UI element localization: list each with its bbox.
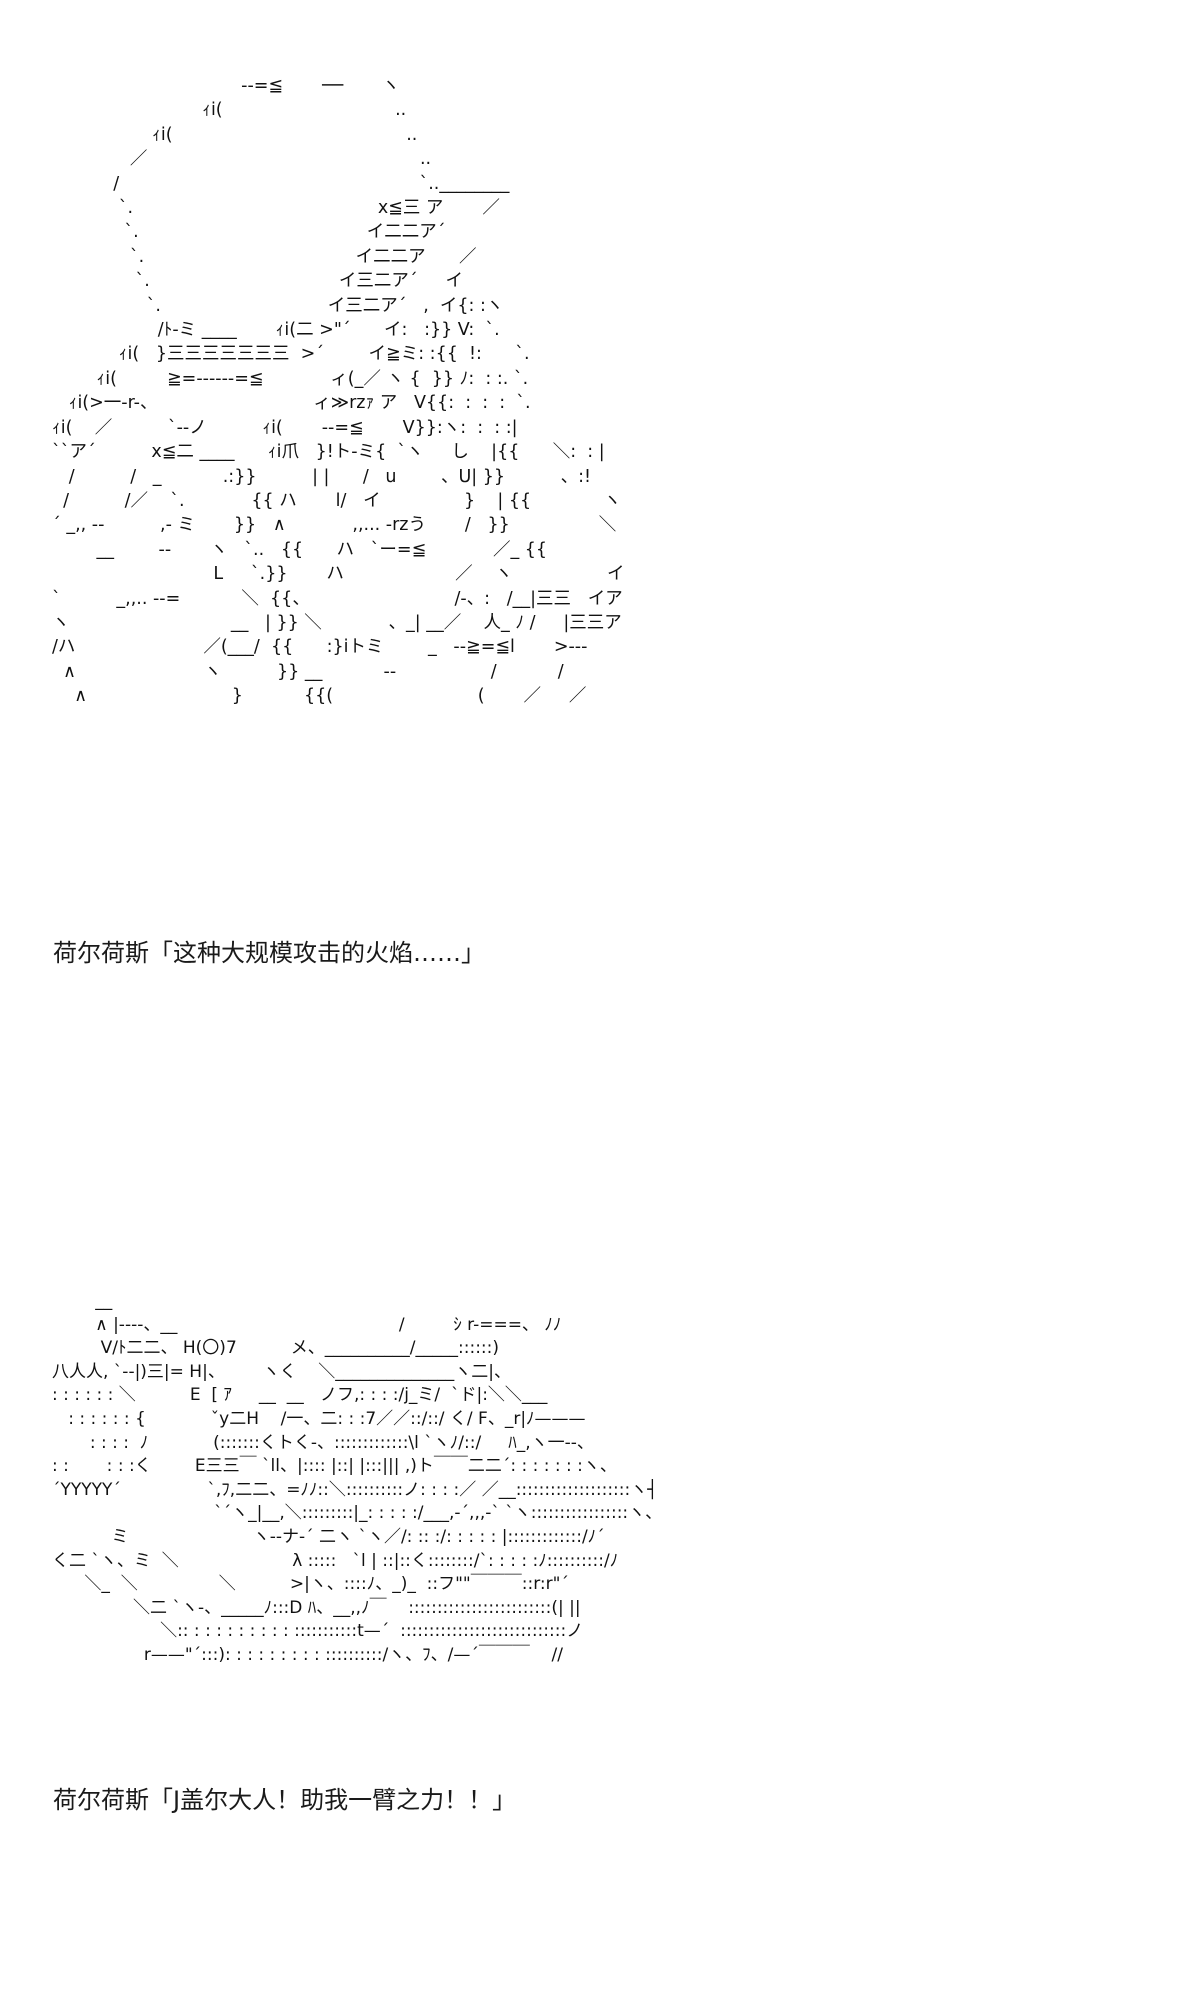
art-line: ｨi( }三三三三三三三 >´ イ≧ミ: :{{ !: `. [52, 344, 530, 365]
art-line: ∧ } {{( ( ／ ／ [52, 686, 587, 707]
art-line: ／ .. [52, 149, 432, 170]
art-line: / `..________ [52, 173, 510, 194]
art-line: ´ _,, -- ,- ミ }} ∧ ,,... ‐rzう / }} ＼ [52, 515, 617, 536]
dialogue-caption-1: 荷尔荷斯「这种大规模攻击的火焰……」 [53, 939, 485, 967]
art-line: : : : : ﾉ (:::::::くトく‐、:::::::::::::\l `… [52, 1432, 594, 1453]
art-line: ｨi( .. [52, 100, 407, 121]
art-line: ｨi( ≧=------=≦ ィ(_／ ヽ { }} ﾉ: : :. `. [52, 368, 529, 389]
art-line: ｨi( ／ `--ノ ｨi( --=≦ V}}:ヽ: : : :| [52, 417, 518, 438]
art-line: /ハ ／(___/ {{ :}iトミ _ --≧=≦l >--- [52, 637, 588, 658]
art-line: ヽ __ | }} ＼ 、_| __／ 人_ ﾉ / |三三ア [52, 612, 622, 633]
art-line: L `.}} ハ ／ ヽ イ [52, 564, 625, 585]
art-line: ＼_ ＼ ＼ >|ヽ、::::ﾉ、_)_ ::フ""￣￣￣::r:r"´ [52, 1574, 569, 1595]
ascii-art-arm-figure: __ ∧ |‐‐‐-、__ / ｼ r-===、 ﾉﾉ V/ﾄ二二、 H(〇)7… [52, 1290, 852, 1770]
art-line: ＼:: : : : : : : : : : :::::::::::t—´ :::… [52, 1621, 584, 1642]
art-line: 八人人, `‐‐|)三|= H|、 ヽく ＼______________ヽ二|、 [52, 1361, 511, 1382]
art-line: /ﾄ-ミ ____ ｨi(二 >"´ イ: :}} V: `. [52, 320, 500, 341]
art-line: ミ ヽ‐‐ナ-´ 二ヽ `ヽ／/: :: :/: : : : : |::::::… [52, 1526, 605, 1547]
art-line: : : : : : : { ˇy二H /一、二: : :7／／::/::/ く/… [52, 1408, 586, 1429]
art-line: r——"´:::): : : : : : : : : ::::::::::/ヽ、… [52, 1644, 563, 1665]
art-line: / /／ `. {{ ハ l/ イ } | {{ ヽ [52, 490, 621, 511]
art-line: ∧ ヽ }} __ -- / / [52, 661, 564, 682]
art-line: `. イ三二ア´ イ [52, 271, 463, 292]
art-line: ｨi( .. [52, 124, 418, 145]
art-line: `´ヽ_|__,＼:::::::::|_: : : : :/___,‐´,,,‐… [52, 1503, 663, 1524]
art-line: ＼二 `ヽ‐、_____ﾉ:::D ﾊ、__,,ﾉ￣ :::::::::::::… [52, 1597, 581, 1618]
art-line: / / _ .:}} | | / u 、U| }} 、:! [52, 466, 592, 487]
art-line: ´YYYYY´ `,ﾌ,二二、=ﾉﾉ::＼::::::::::ノ: : : :／… [52, 1479, 658, 1500]
dialogue-caption-2: 荷尔荷斯「J盖尔大人！助我一臂之力！！」 [53, 1786, 517, 1814]
ascii-art-hat-figure: --=≦ ── ヽ ｨi( .. ｨi( .. ／ [52, 74, 852, 904]
art-line: ｨi(>一-r-、 ィ≫rzｧ ア V{{: : : : `. [52, 393, 531, 414]
art-line: : : : : :く E三三￣ `ll、|:::: |::| |:::||| ,… [52, 1456, 617, 1477]
art-line: __ [52, 1291, 113, 1311]
art-line: ∧ |‐‐‐-、__ / ｼ r-===、 ﾉﾉ [52, 1314, 562, 1335]
art-line: く二 `ヽ、ミ ＼ λ ::::: `l | ::|::く::::::::/`:… [52, 1550, 619, 1571]
art-line: __ -- ヽ `.. {{ ハ `ー=≦ ／_ {{ [52, 539, 548, 560]
art-line: ``ア´ x≦二 ____ ｨi爪 }!ト-ミ{ `ヽ し |{{ ＼: : | [52, 442, 605, 463]
art-line: V/ﾄ二二、 H(〇)7 メ、__________/_____::::::) [52, 1338, 500, 1359]
art-line: ` _,,.. --= ＼ {{、 /‐、: /__|三三 イア [52, 588, 623, 609]
art-line: : : : : : : ＼ E [ ｱ __ __ ノフ,: : : :/j_ミ… [52, 1385, 548, 1406]
art-line: `. イ三二ア´ , イ{: :ヽ [52, 295, 504, 316]
art-line: --=≦ ── ヽ [52, 76, 400, 96]
art-line: `. x≦三 ア ／ [52, 198, 500, 219]
art-line: `. イ二二ア´ [52, 222, 446, 243]
art-line: `. イ二二ア ／ [52, 246, 477, 267]
